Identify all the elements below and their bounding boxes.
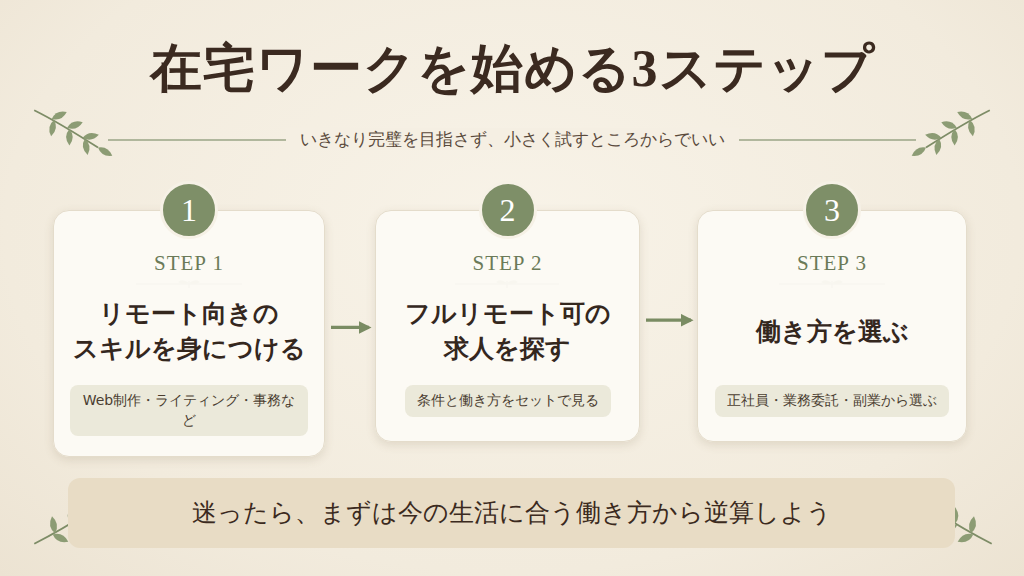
step-number: 3: [824, 194, 840, 226]
step-card: STEP 1リモート向きの スキルを身につける1Web制作・ライティング・事務な…: [53, 210, 325, 457]
title: 在宅ワークを始める3ステップ: [0, 38, 1024, 100]
step-card: STEP 3働き方を選ぶ3正社員・業務委託・副業から選ぶ: [697, 210, 967, 442]
step-number-circle: 3: [803, 181, 861, 239]
step-title: リモート向きの スキルを身につける: [70, 293, 308, 369]
subtitle: いきなり完璧を目指さず、小さく試すところからでいい: [286, 128, 739, 150]
step-card: STEP 2フルリモート可の 求人を探す2条件と働き方をセットで見る: [375, 210, 640, 442]
step-label: STEP 3: [797, 251, 867, 275]
label-row: いきなり完璧を目指さず、小さく試すところからでいい: [0, 128, 1024, 150]
note-pill: 正社員・業務委託・副業から選ぶ: [715, 385, 949, 417]
note-pill: Web制作・ライティング・事務など: [70, 385, 308, 436]
step-number: 1: [181, 194, 197, 226]
note-pill: 条件と働き方をセットで見る: [405, 385, 611, 417]
step-title: 働き方を選ぶ: [714, 293, 950, 369]
step-title: フルリモート可の 求人を探す: [392, 293, 623, 369]
step-note: Web制作・ライティング・事務など: [82, 391, 296, 430]
step-note: 正社員・業務委託・副業から選ぶ: [727, 391, 937, 411]
step-arrow: [331, 326, 369, 329]
step-number-circle: 1: [160, 181, 218, 239]
summary-text: 迷ったら、まずは今の生活に合う働き方から逆算しよう: [192, 497, 832, 530]
step-number: 2: [500, 194, 516, 226]
step-number-circle: 2: [479, 181, 537, 239]
step-label: STEP 2: [473, 251, 543, 275]
step-arrow: [646, 319, 691, 322]
step-label: STEP 1: [154, 251, 224, 275]
summary-band: 迷ったら、まずは今の生活に合う働き方から逆算しよう: [68, 478, 955, 548]
step-note: 条件と働き方をセットで見る: [417, 391, 599, 411]
